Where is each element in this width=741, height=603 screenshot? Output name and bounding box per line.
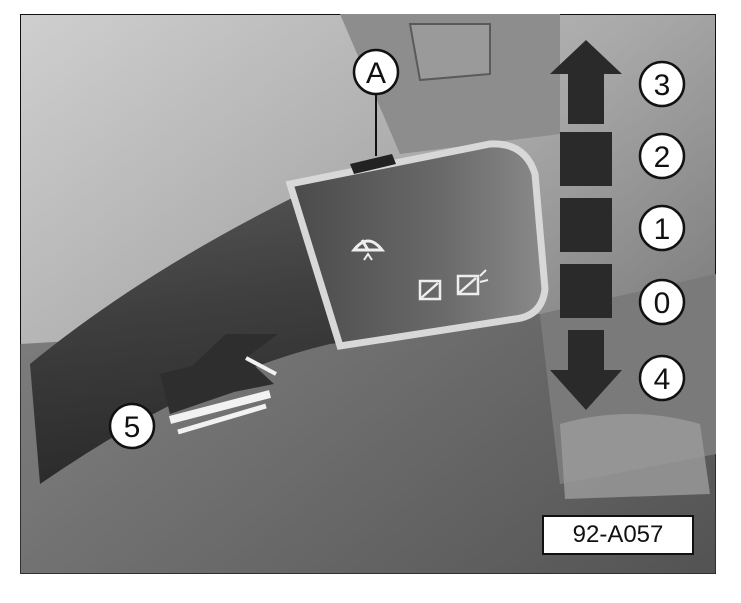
callout-5: 5: [108, 402, 156, 450]
svg-text:2: 2: [654, 141, 671, 174]
callout-1: 1: [638, 204, 686, 252]
callout-4: 4: [638, 354, 686, 402]
svg-text:5: 5: [124, 411, 141, 444]
svg-text:1: 1: [654, 213, 671, 246]
arrow-up: [550, 40, 622, 124]
scale-segment-2: [560, 132, 612, 186]
arrow-down: [550, 330, 622, 410]
svg-text:3: 3: [654, 69, 671, 102]
callout-0: 0: [638, 278, 686, 326]
scale-segment-1: [560, 198, 612, 252]
arrow-position-5: [160, 334, 278, 435]
wash-button-A: [350, 154, 396, 174]
position-scale: [550, 40, 622, 410]
scale-segment-0: [560, 264, 612, 318]
svg-text:0: 0: [654, 287, 671, 320]
wiper-stalk-figure: A 3 2 1 0 4 5: [19, 13, 717, 575]
right-lower-panel: [560, 414, 710, 499]
callout-2: 2: [638, 132, 686, 180]
callout-A: A: [352, 48, 400, 96]
rear-wiper-washer-icon: [456, 269, 489, 296]
shroud-panel-slot: [408, 23, 491, 82]
wiper-stalk-illustration: A 3 2 1 0 4 5: [19, 13, 717, 575]
windshield-wiper-icon: [350, 239, 386, 261]
svg-text:4: 4: [654, 363, 671, 396]
rear-wiper-icon: [418, 279, 442, 301]
wiper-stalk-head: [285, 140, 549, 350]
figure-reference-text: 92-A057: [572, 521, 664, 548]
shroud-panel-top: [340, 14, 560, 154]
callout-3: 3: [638, 60, 686, 108]
svg-text:A: A: [366, 57, 386, 90]
figure-reference-label: 92-A057: [542, 515, 694, 555]
